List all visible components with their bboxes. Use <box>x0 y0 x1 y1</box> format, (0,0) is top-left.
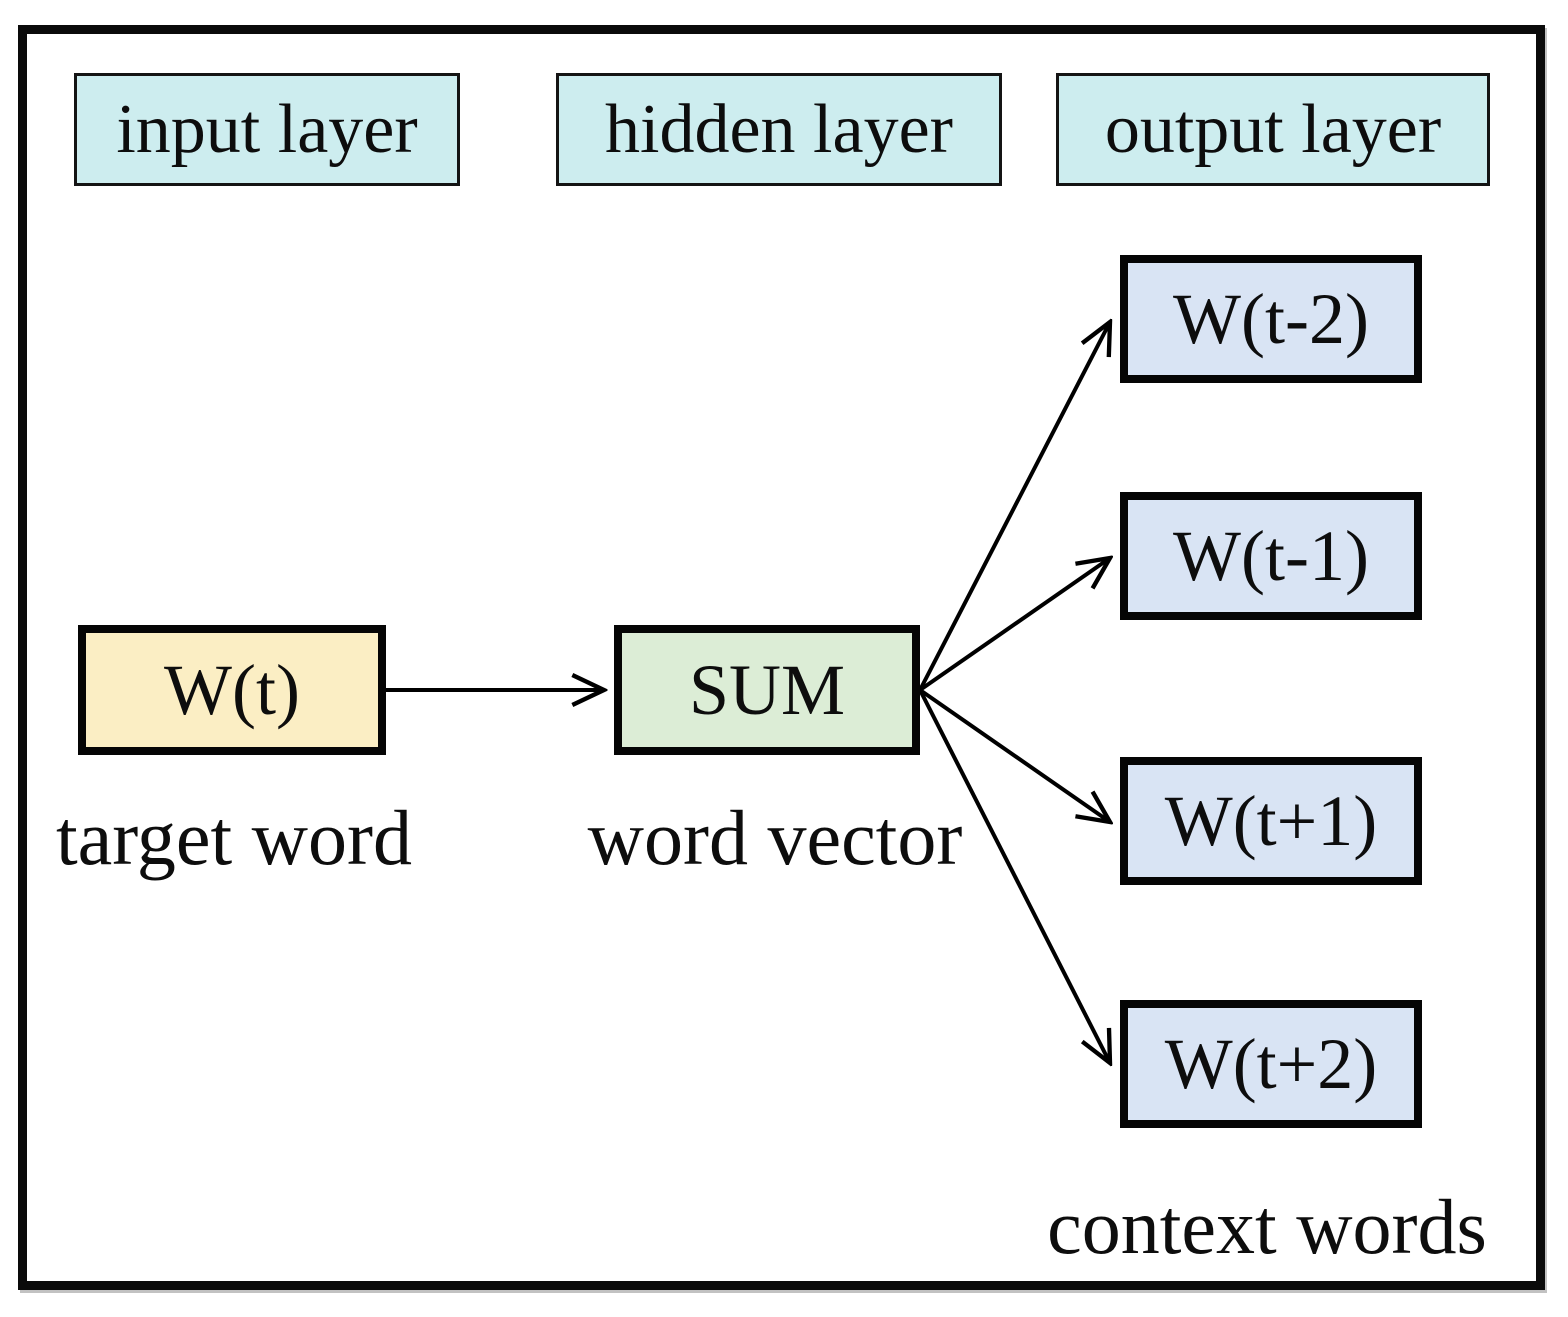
node-context-word-t-minus-2: W(t-2) <box>1120 255 1422 383</box>
node-context-word-t-plus-2: W(t+2) <box>1120 1000 1422 1128</box>
header-output-layer: output layer <box>1056 73 1490 186</box>
node-target-word: W(t) <box>78 625 386 755</box>
node-context-word-t-minus-2-label: W(t-2) <box>1173 278 1369 359</box>
node-context-word-t-plus-2-label: W(t+2) <box>1164 1023 1378 1104</box>
node-context-word-t-plus-1: W(t+1) <box>1120 757 1422 885</box>
node-target-word-label: W(t) <box>164 649 300 730</box>
header-hidden-layer: hidden layer <box>556 73 1002 186</box>
header-input-layer-label: input layer <box>116 90 418 168</box>
header-output-layer-label: output layer <box>1104 90 1442 168</box>
node-context-word-t-minus-1-label: W(t-1) <box>1173 515 1369 596</box>
caption-target-word: target word <box>56 794 412 881</box>
node-context-word-t-plus-1-label: W(t+1) <box>1164 780 1378 861</box>
caption-word-vector: word vector <box>587 794 963 881</box>
header-hidden-layer-label: hidden layer <box>605 90 953 168</box>
node-context-word-t-minus-1: W(t-1) <box>1120 492 1422 620</box>
caption-context-words: context words <box>1047 1183 1487 1270</box>
header-input-layer: input layer <box>74 73 460 186</box>
node-sum-label: SUM <box>688 649 846 730</box>
node-sum: SUM <box>614 625 920 755</box>
